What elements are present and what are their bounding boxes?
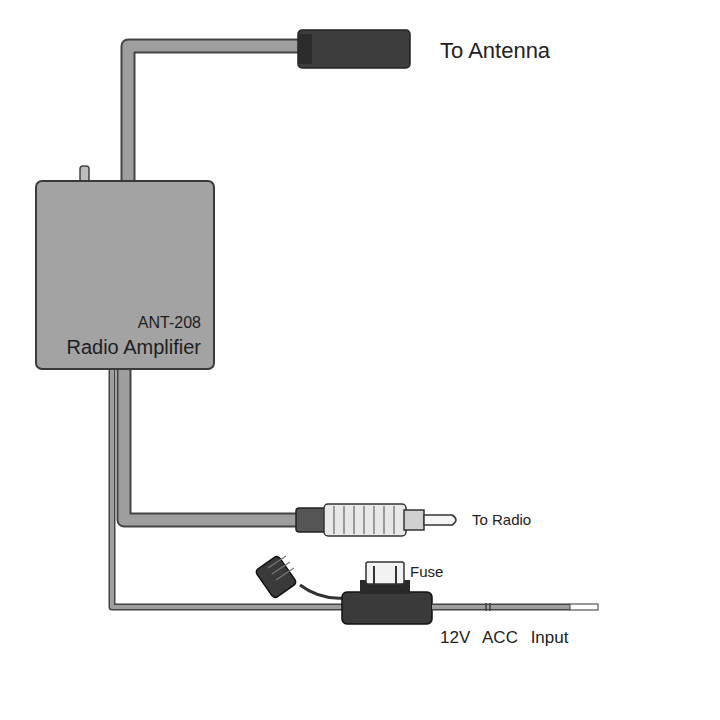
stripped-end (570, 604, 598, 610)
port-label: Fuse (410, 563, 443, 580)
antenna-cable (128, 46, 302, 180)
port-label: 12V ACC Input (440, 628, 568, 648)
device-name: Radio Amplifier (66, 336, 201, 359)
amplifier-box: ANT-208Radio Amplifier (35, 180, 215, 370)
input-wire (432, 605, 570, 609)
power-wire (112, 370, 345, 607)
port-label: To Antenna (440, 38, 550, 64)
model-number: ANT-208 (138, 314, 201, 332)
antenna-connector (298, 30, 410, 68)
radio-cable-fill (124, 370, 300, 520)
wire-marks (486, 603, 490, 611)
radio-cable (124, 370, 300, 520)
antenna-cable-fill (128, 46, 302, 180)
connector-collar (298, 34, 312, 64)
power-wire-fill (112, 370, 345, 607)
port-label: To Radio (472, 511, 531, 528)
radio-plug (296, 504, 456, 536)
fuse-holder (255, 555, 432, 624)
